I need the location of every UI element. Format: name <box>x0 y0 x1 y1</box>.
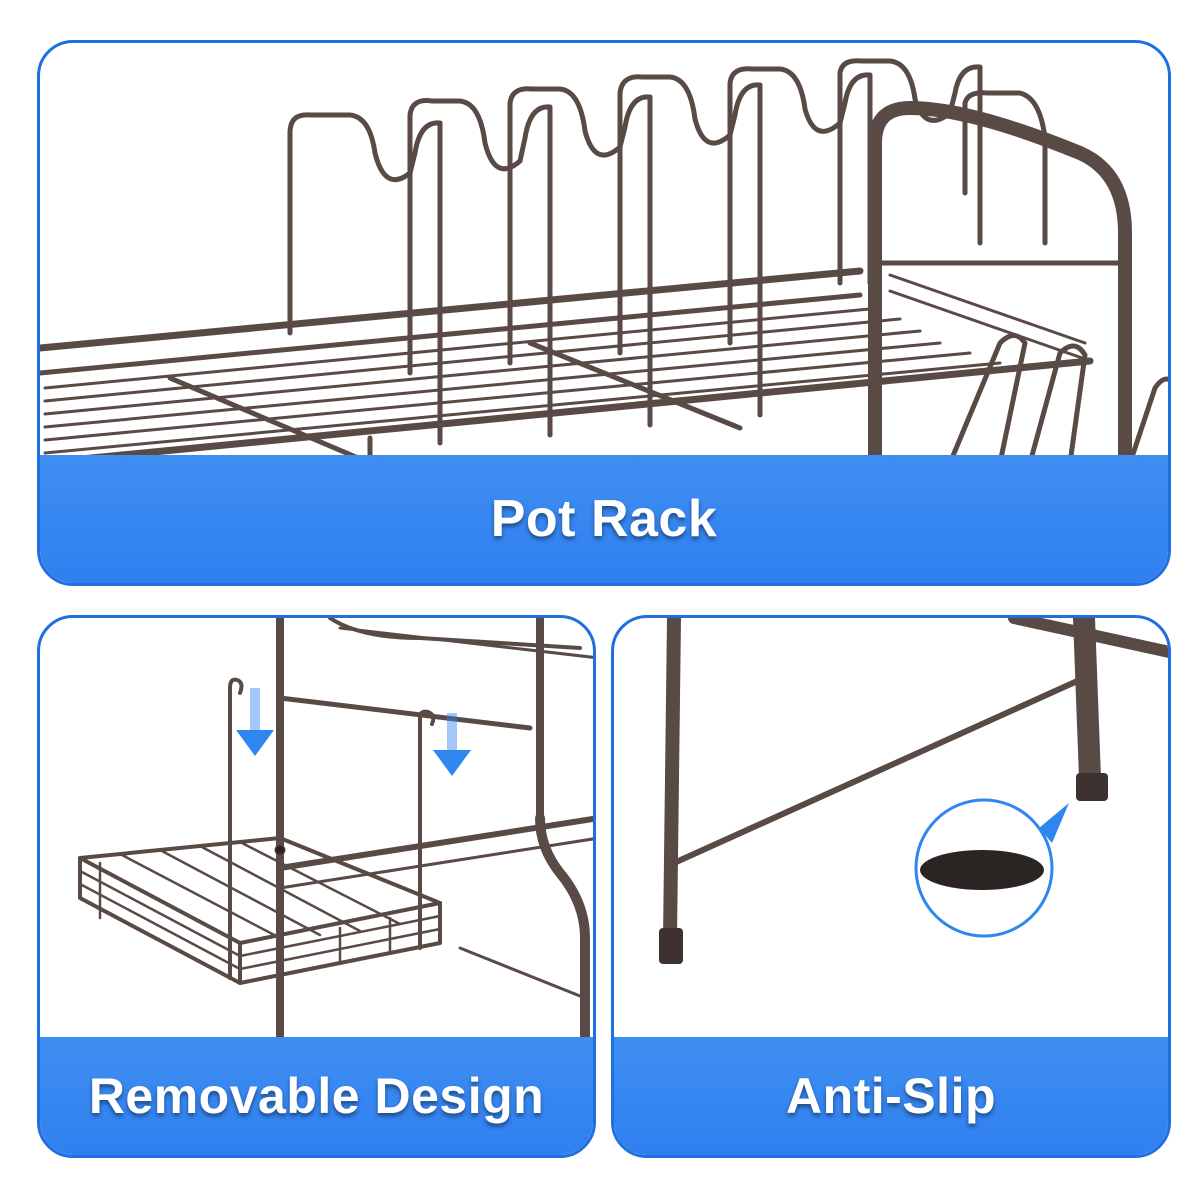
rubber-pad-callout <box>914 798 1069 938</box>
anti-slip-label: Anti-Slip <box>785 1068 997 1124</box>
anti-slip-banner: Anti-Slip <box>614 1037 1168 1155</box>
anti-slip-panel: Anti-Slip <box>611 615 1171 1158</box>
leg-foot-cap <box>1076 773 1108 801</box>
pot-rack-banner: Pot Rack <box>40 455 1168 583</box>
pot-rack-illustration <box>40 58 1168 463</box>
rubber-pad-icon <box>920 850 1044 890</box>
removable-design-banner: Removable Design <box>40 1037 593 1155</box>
pot-rack-label: Pot Rack <box>490 490 718 548</box>
down-arrow-icon <box>236 688 274 756</box>
anti-slip-illustration <box>659 618 1168 964</box>
pot-rack-panel: Pot Rack <box>37 40 1171 586</box>
removable-basket-illustration <box>78 618 593 1043</box>
removable-design-panel: Removable Design <box>37 615 596 1158</box>
down-arrow-icon <box>433 713 471 776</box>
removable-design-label: Removable Design <box>88 1068 545 1124</box>
leg-foot-cap <box>659 928 683 964</box>
